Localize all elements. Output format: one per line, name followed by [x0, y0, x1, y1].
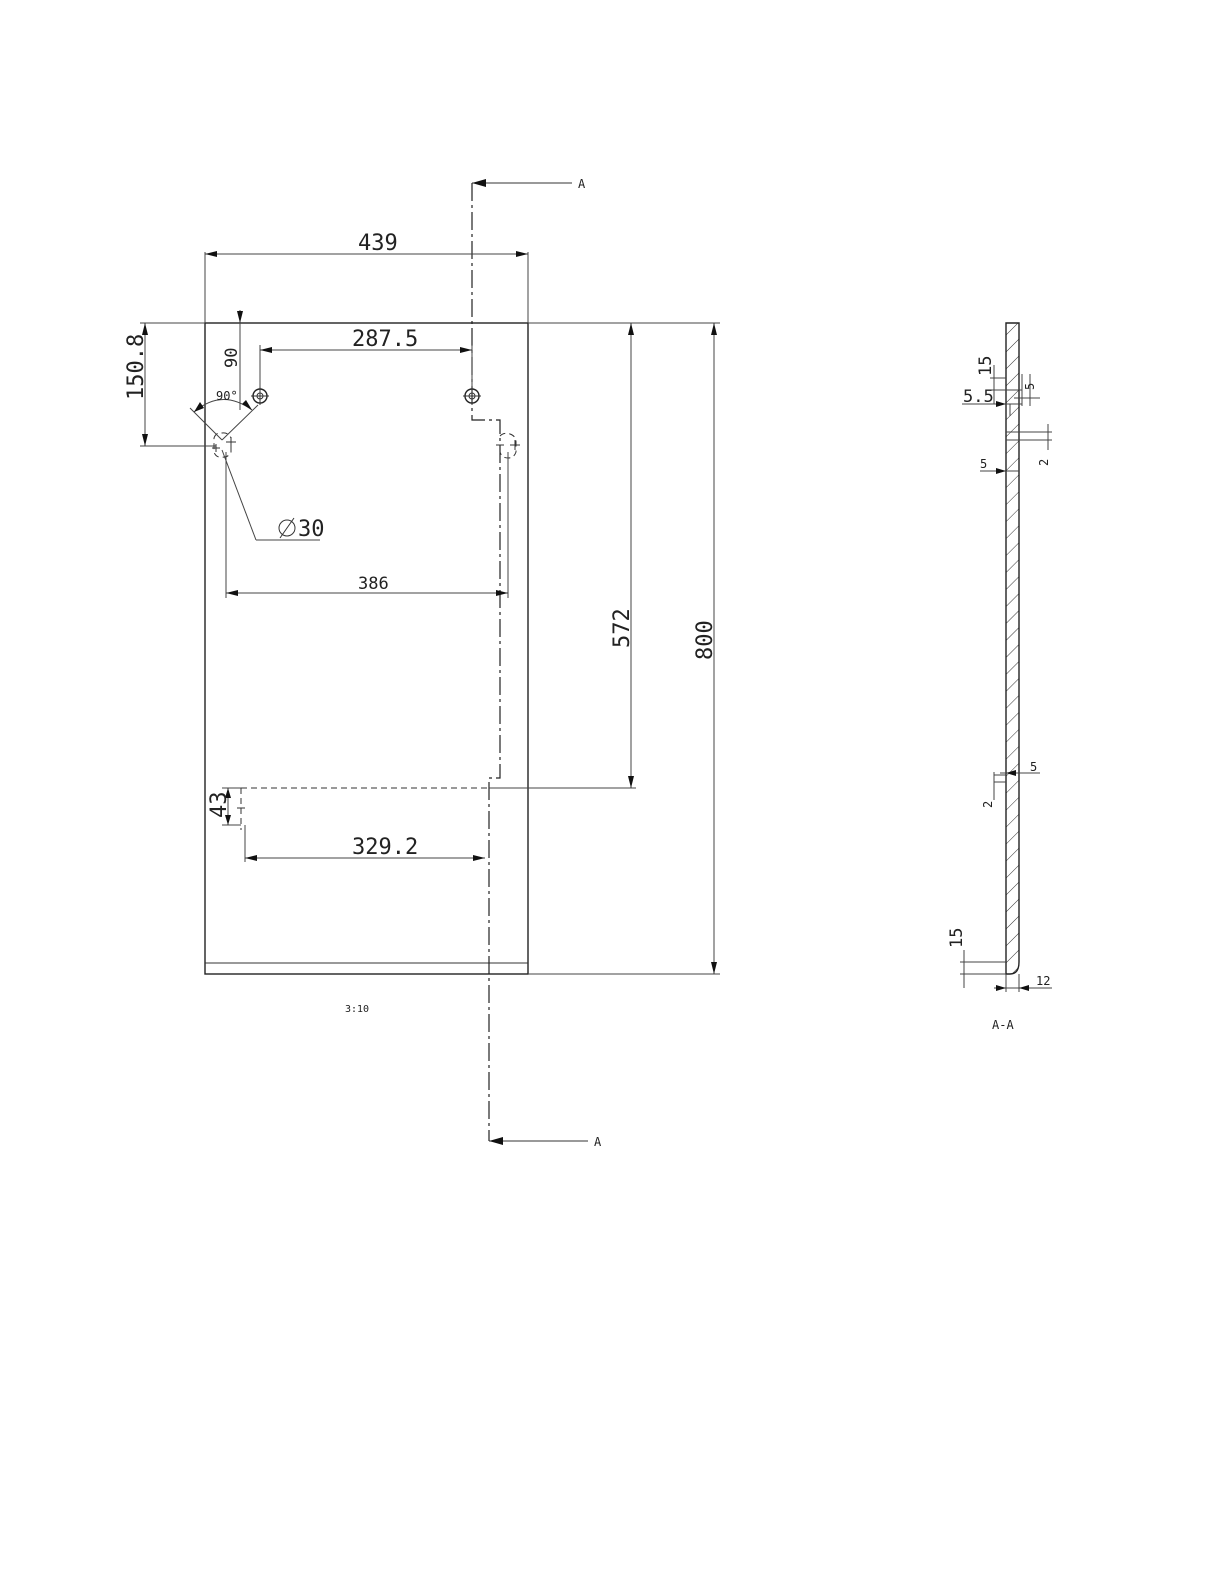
section-dim-5-5-label: 5.5	[963, 387, 994, 407]
section-dim-2-lower-label: 2	[981, 801, 995, 808]
dim-287-5-label: 287.5	[352, 327, 418, 352]
section-dim-15-top-label: 15	[976, 356, 996, 376]
angle-leg-right	[222, 405, 258, 440]
diameter-symbol	[279, 518, 295, 538]
section-arrow-top-label: A	[578, 177, 586, 191]
section-cut-line	[472, 183, 500, 1141]
section-dim-5-mid-label: 5	[980, 457, 987, 471]
diameter-leader	[222, 450, 256, 540]
section-dim-15-bottom-label: 15	[947, 928, 967, 948]
dim-329-2-label: 329.2	[352, 835, 418, 860]
left-slot-feature	[212, 433, 236, 457]
dim-572-label: 572	[610, 608, 635, 648]
section-arrow-bottom-head	[489, 1137, 503, 1145]
scale-label: 3:10	[345, 1004, 369, 1015]
plate-outline	[205, 323, 528, 974]
section-dim-5-top-right-label: 5	[1023, 383, 1037, 390]
section-view: 15 5.5 5 2 5 5 2 15	[947, 323, 1052, 1032]
section-dim-5-lower-label: 5	[1030, 760, 1037, 774]
section-arrow-top-head	[472, 179, 486, 187]
dim-height-label: 800	[693, 620, 718, 660]
diameter-label: 30	[298, 517, 325, 542]
dim-150-8-label: 150.8	[124, 334, 149, 400]
lower-slot	[237, 788, 489, 830]
angle-label: 90°	[216, 389, 238, 403]
angle-leg-left	[190, 408, 222, 440]
mounting-hole-right	[463, 387, 481, 405]
dim-386-label: 386	[358, 574, 389, 594]
section-dim-2-upper-label: 2	[1037, 459, 1051, 466]
section-arrow-bottom-label: A	[594, 1135, 602, 1149]
dim-43-label: 43	[207, 792, 232, 819]
mounting-hole-left	[251, 387, 269, 405]
dim-90-label: 90	[222, 348, 242, 368]
front-view: A A 439 800 572 150.8 90	[124, 177, 720, 1149]
section-title: A-A	[992, 1018, 1014, 1032]
section-dim-12-label: 12	[1036, 974, 1050, 988]
dim-width-label: 439	[358, 231, 398, 256]
section-plate	[1006, 323, 1019, 974]
